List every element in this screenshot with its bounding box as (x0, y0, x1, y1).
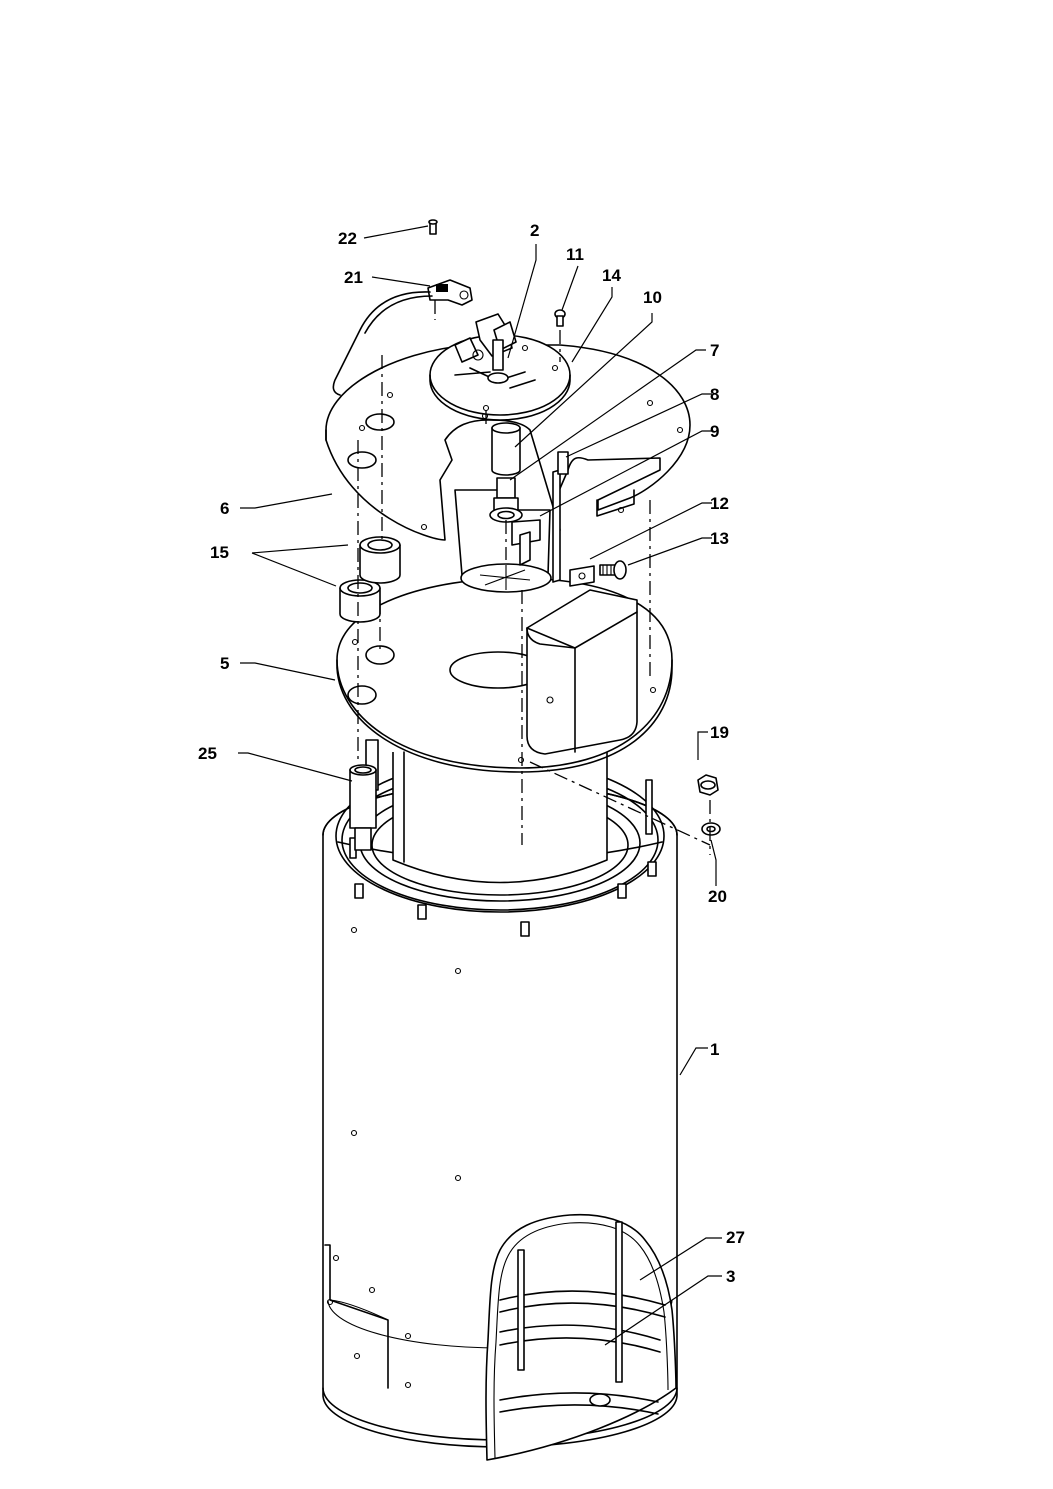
callout-labels: 22 2 11 14 10 21 7 8 9 6 12 13 15 5 19 2… (198, 221, 745, 1286)
callout-7: 7 (710, 341, 719, 360)
callout-19: 19 (710, 723, 729, 742)
callout-6: 6 (220, 499, 229, 518)
part-15-spacers (339, 536, 401, 623)
leader-lines (238, 225, 722, 1346)
part-22-screw (428, 219, 438, 235)
callout-13: 13 (710, 529, 729, 548)
callout-2: 2 (530, 221, 539, 240)
callout-5: 5 (220, 654, 229, 673)
burner-box (526, 589, 638, 755)
burner-assembly (454, 422, 627, 593)
part-20-washer (701, 822, 721, 836)
callout-12: 12 (710, 494, 729, 513)
callout-25: 25 (198, 744, 217, 763)
callout-15: 15 (210, 543, 229, 562)
callout-20: 20 (708, 887, 727, 906)
callout-9: 9 (710, 422, 719, 441)
part-19-nut (697, 774, 719, 796)
callout-3: 3 (726, 1267, 735, 1286)
callout-1: 1 (710, 1040, 719, 1059)
callout-22: 22 (338, 229, 357, 248)
callout-21: 21 (344, 268, 363, 287)
part-11-screw (554, 309, 566, 327)
part-2-cover-plate (429, 313, 571, 421)
inner-cylinder (392, 751, 608, 884)
callout-14: 14 (602, 266, 621, 285)
callout-8: 8 (710, 385, 719, 404)
callout-27: 27 (726, 1228, 745, 1247)
callout-10: 10 (643, 288, 662, 307)
part-21-switch (332, 279, 473, 396)
part-25-coupling (349, 739, 379, 851)
callout-11: 11 (566, 245, 584, 264)
tank-cutaway (485, 1213, 677, 1461)
part-6-upper-plate (325, 344, 691, 541)
